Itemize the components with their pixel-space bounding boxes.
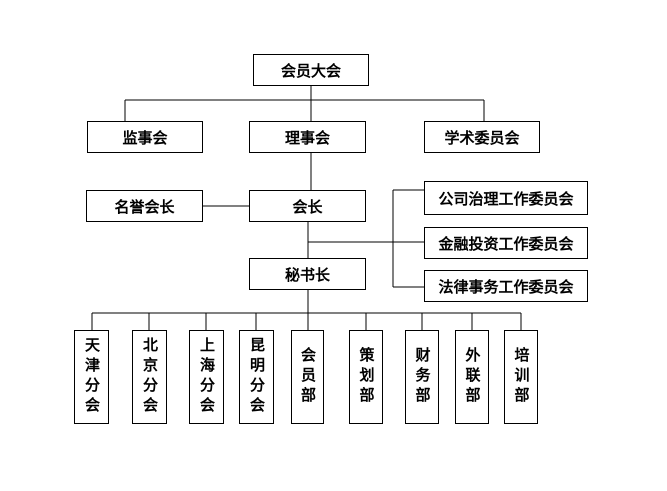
dept-training: 培训部 — [504, 330, 538, 424]
dept-shanghai-branch: 上海分会 — [189, 330, 224, 424]
node-legal-affairs-committee: 法律事务工作委员会 — [424, 270, 588, 302]
node-corporate-governance-committee: 公司治理工作委员会 — [424, 181, 588, 215]
node-financial-investment-committee: 金融投资工作委员会 — [424, 227, 588, 259]
dept-membership: 会员部 — [291, 330, 324, 424]
node-honorary-president: 名誉会长 — [86, 190, 203, 222]
node-secretary-general: 秘书长 — [249, 258, 366, 290]
dept-external-relations: 外联部 — [455, 330, 489, 424]
node-president: 会长 — [249, 190, 366, 222]
dept-finance: 财务部 — [405, 330, 439, 424]
dept-kunming-branch: 昆明分会 — [239, 330, 274, 424]
node-council: 理事会 — [249, 121, 366, 153]
node-general-assembly: 会员大会 — [253, 54, 369, 86]
dept-tianjin-branch: 天津分会 — [74, 330, 109, 424]
node-academic-committee: 学术委员会 — [424, 121, 540, 153]
node-supervisory-board: 监事会 — [87, 121, 203, 153]
dept-beijing-branch: 北京分会 — [132, 330, 167, 424]
dept-planning: 策划部 — [349, 330, 383, 424]
